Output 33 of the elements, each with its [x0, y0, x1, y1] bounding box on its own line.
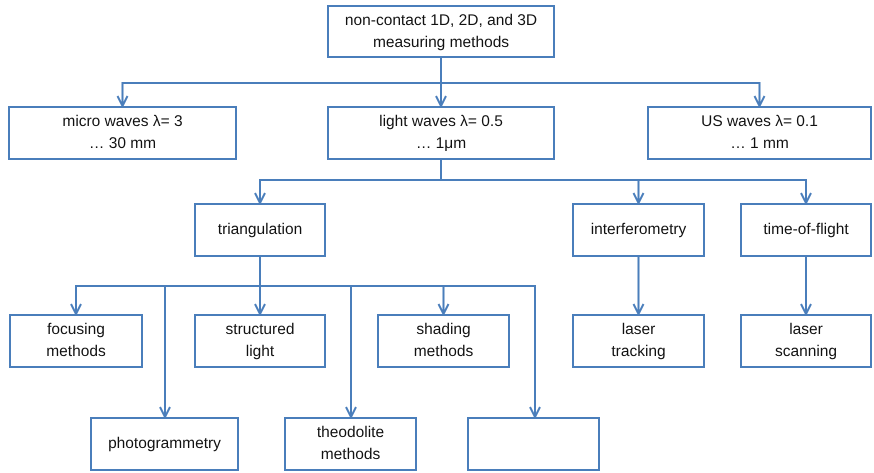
process-box — [9, 314, 143, 368]
process-box — [194, 314, 326, 368]
process-box — [647, 106, 872, 160]
process-box — [740, 314, 872, 368]
box-label: interferometry — [590, 220, 688, 240]
arrow — [440, 160, 812, 204]
process-box — [740, 203, 872, 257]
box-label: photogrammetry — [107, 434, 222, 454]
box-label: US waves λ= 0.1 … 1 mm — [700, 112, 819, 154]
process-box — [8, 106, 237, 160]
empty-box — [467, 417, 600, 471]
process-box — [284, 417, 417, 471]
box-label: light waves λ= 0.5 … 1μm — [378, 112, 504, 154]
box-label: laser scanning — [774, 320, 838, 362]
arrow — [632, 257, 644, 315]
box-label: shading methods — [412, 320, 474, 362]
box-label: laser tracking — [610, 320, 667, 362]
box-label: focusing methods — [45, 320, 107, 362]
box-label: triangulation — [216, 220, 304, 240]
box-label: time-of-flight — [762, 220, 850, 240]
box-label: structured light — [224, 320, 296, 362]
process-box — [327, 5, 555, 58]
process-box — [377, 314, 510, 368]
box-label: theodolite methods — [316, 423, 386, 465]
process-box — [572, 203, 705, 257]
process-box — [572, 314, 705, 368]
process-box — [194, 203, 326, 257]
process-box — [90, 417, 239, 471]
box-label: micro waves λ= 3 … 30 mm — [61, 112, 184, 154]
process-box — [327, 106, 555, 160]
box-label: non-contact 1D, 2D, and 3D measuring methods — [344, 10, 538, 52]
arrow — [800, 257, 812, 315]
arrow — [440, 58, 766, 107]
